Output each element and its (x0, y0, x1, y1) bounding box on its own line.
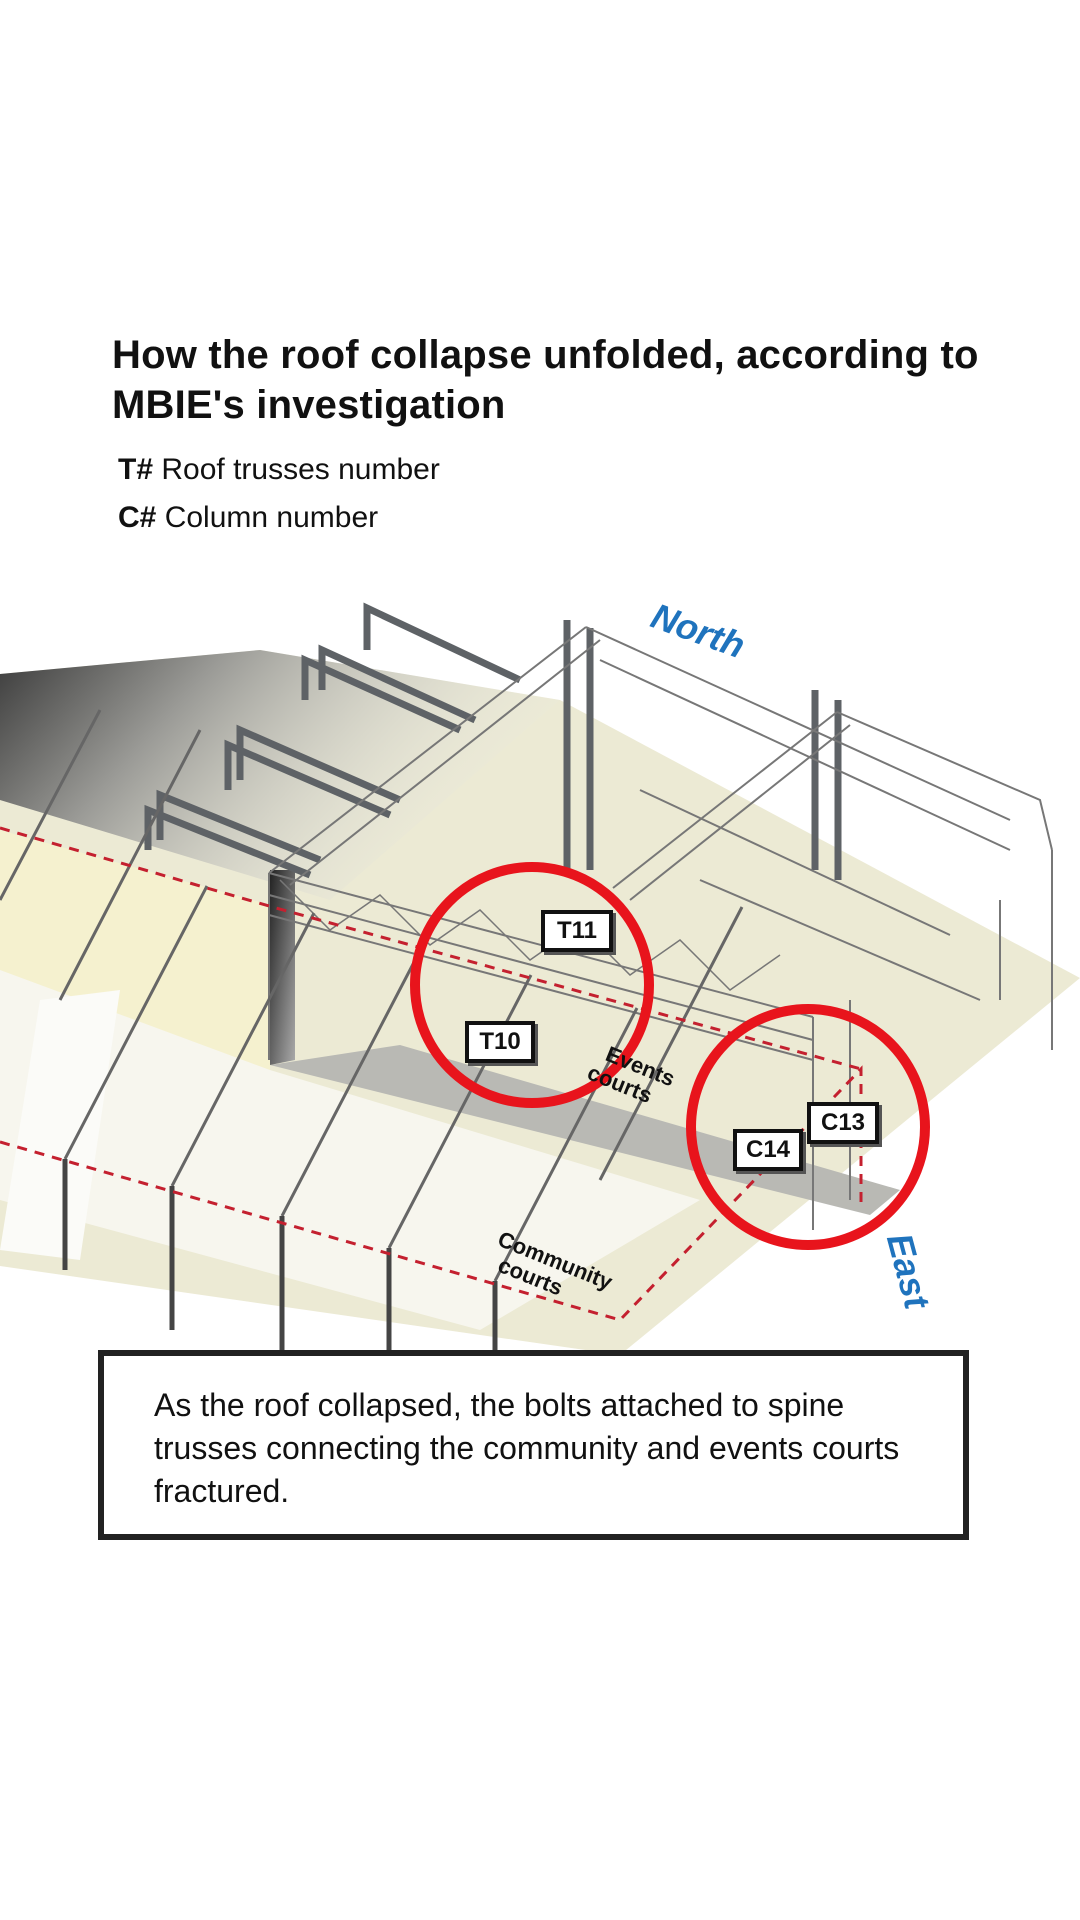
roof-trusses (0, 709, 744, 1360)
highlight-circle-t10-t11 (410, 862, 654, 1108)
roof-structure-diagram (0, 602, 1080, 1360)
spine-trusses (268, 626, 1053, 1230)
legend-key: T# (118, 453, 154, 486)
column-label-c13: C13 (807, 1102, 879, 1144)
column-label-c14: C14 (733, 1129, 803, 1171)
truss-label-t10: T10 (465, 1021, 535, 1063)
legend-item-columns: C# Column number (118, 500, 378, 536)
highlight-circles (410, 862, 930, 1250)
truss-label-t11: T11 (541, 910, 613, 952)
legend-text: Column number (164, 501, 379, 534)
caption-text: As the roof collapsed, the bolts attache… (154, 1387, 900, 1509)
legend-text: Roof trusses number (161, 453, 440, 486)
legend-item-trusses: T# Roof trusses number (118, 452, 440, 488)
page-title: How the roof collapse unfolded, accordin… (112, 333, 979, 427)
gray-frames (144, 602, 842, 880)
caption-box: As the roof collapsed, the bolts attache… (98, 1350, 969, 1540)
legend-key: C# (118, 501, 157, 534)
highlight-circle-c13-c14 (686, 1004, 930, 1250)
